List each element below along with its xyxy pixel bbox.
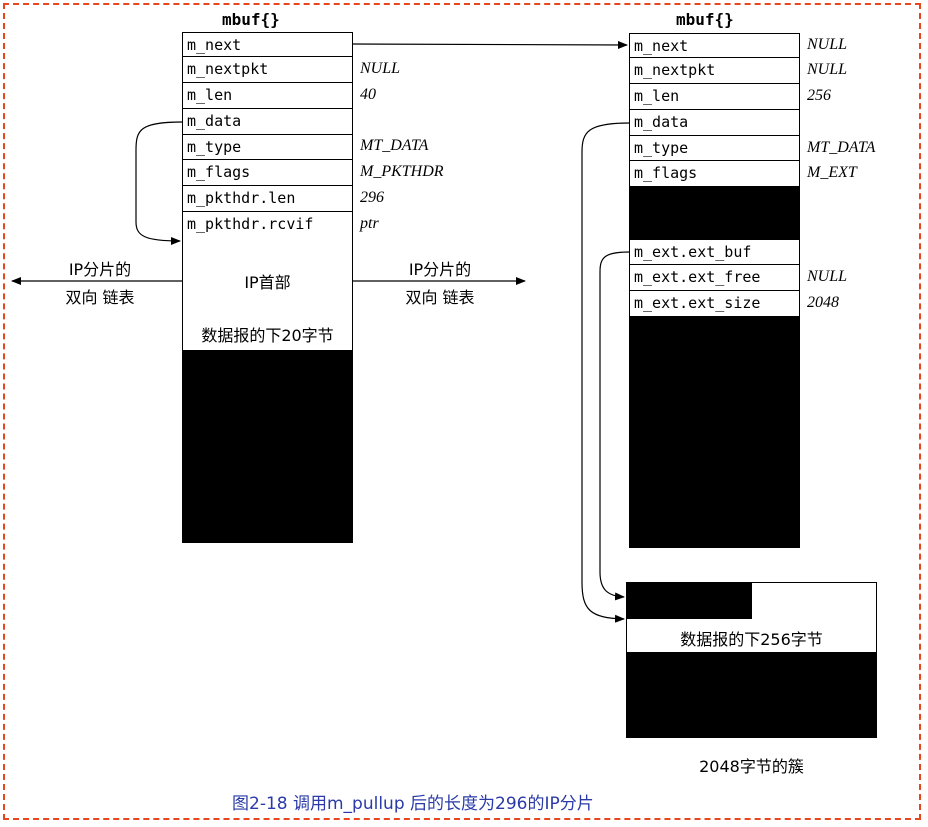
right-value-ext-free: NULL bbox=[807, 268, 848, 285]
left-field-m-flags: m_flags bbox=[182, 160, 353, 186]
left-field-m-next: m_next bbox=[182, 32, 353, 57]
left-field-m-nextpkt: m_nextpkt bbox=[182, 57, 353, 83]
left-field-m-len: m_len bbox=[182, 83, 353, 109]
right-link-line2: 双向 链表 bbox=[405, 288, 475, 307]
left-value-m-nextpkt: NULL bbox=[360, 60, 401, 77]
figure-frame bbox=[3, 3, 921, 820]
right-field-m-len: m_len bbox=[629, 84, 800, 110]
right-field-m-next: m_next bbox=[629, 33, 800, 58]
cluster-unused-top bbox=[626, 582, 752, 619]
right-link-line1: IP分片的 bbox=[408, 260, 472, 279]
right-value-m-next: NULL bbox=[807, 36, 848, 53]
cluster-caption: 2048字节的簇 bbox=[699, 757, 804, 776]
right-unused-space bbox=[629, 316, 800, 548]
right-value-m-type: MT_DATA bbox=[807, 139, 876, 156]
right-mbuf-title: mbuf{} bbox=[676, 10, 734, 29]
left-field-m-type: m_type bbox=[182, 135, 353, 160]
left-value-m-type: MT_DATA bbox=[360, 137, 429, 154]
ext-buf-arrow bbox=[599, 251, 630, 601]
left-link-line1: IP分片的 bbox=[68, 260, 132, 279]
ip-header-label: IP首部 bbox=[244, 273, 291, 292]
left-field-m-pkthdr-len: m_pkthdr.len bbox=[182, 186, 353, 212]
cluster-data-label: 数据报的下256字节 bbox=[680, 630, 823, 649]
left-unused-space bbox=[182, 350, 353, 543]
right-field-ext-buf: m_ext.ext_buf bbox=[629, 239, 800, 265]
left-field-m-data: m_data bbox=[182, 109, 353, 135]
right-value-ext-size: 2048 bbox=[807, 294, 839, 311]
next20-label: 数据报的下20字节 bbox=[201, 326, 334, 345]
right-field-ext-free: m_ext.ext_free bbox=[629, 265, 800, 291]
right-field-m-type: m_type bbox=[629, 136, 800, 161]
left-value-m-pkthdr-len: 296 bbox=[360, 189, 384, 206]
left-value-m-flags: M_PKTHDR bbox=[360, 163, 444, 180]
right-field-m-nextpkt: m_nextpkt bbox=[629, 58, 800, 84]
left-m-data-arrow bbox=[135, 121, 183, 245]
figure-caption: 图2-18 调用m_pullup 后的长度为296的IP分片 bbox=[232, 794, 594, 814]
right-value-m-flags: M_EXT bbox=[807, 164, 857, 181]
ip-header-block bbox=[182, 237, 353, 303]
right-value-m-nextpkt: NULL bbox=[807, 61, 848, 78]
left-mbuf-title: mbuf{} bbox=[222, 10, 280, 29]
left-value-m-pkthdr-rcvif: ptr bbox=[360, 215, 379, 232]
left-field-m-pkthdr-rcvif: m_pkthdr.rcvif bbox=[182, 212, 353, 238]
m-next-arrow bbox=[352, 40, 628, 49]
next20-block bbox=[182, 302, 353, 351]
left-value-m-len: 40 bbox=[360, 86, 376, 103]
right-field-m-data: m_data bbox=[629, 110, 800, 136]
cluster-unused-bottom bbox=[626, 652, 877, 738]
right-header-black bbox=[629, 186, 800, 239]
right-m-data-arrow bbox=[581, 122, 630, 623]
left-link-line2: 双向 链表 bbox=[65, 288, 135, 307]
right-value-m-len: 256 bbox=[807, 87, 831, 104]
